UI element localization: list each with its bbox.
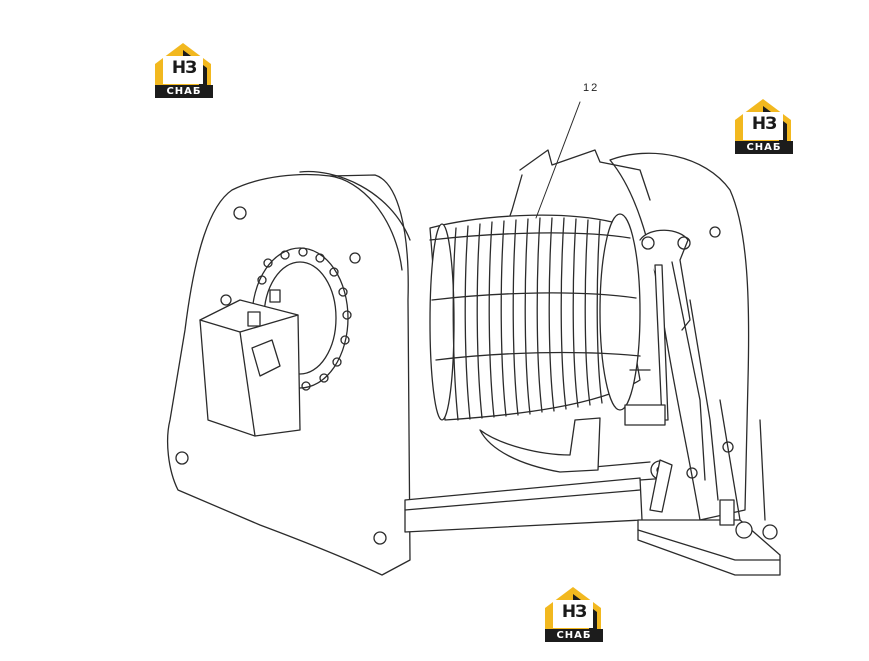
logo-letters: НЗ (751, 114, 777, 134)
watermark-logo: НЗ СНАБ (733, 96, 797, 158)
logo-name: СНАБ (735, 141, 793, 154)
watermark-logo: НЗ СНАБ (153, 40, 217, 102)
logo-house-icon (735, 99, 791, 141)
callout-leader-line (535, 101, 581, 219)
logo-house-icon (155, 43, 211, 85)
callout-label: 12 (583, 82, 600, 94)
brake-base-plate (637, 459, 781, 576)
watermark-logo: НЗ СНАБ (543, 584, 607, 646)
logo-house-icon (545, 587, 601, 629)
base-frame (404, 461, 651, 533)
logo-letters: НЗ (171, 58, 197, 78)
rope-drum (429, 213, 641, 473)
logo-letters: НЗ (561, 602, 587, 622)
logo-name: СНАБ (545, 629, 603, 642)
hydraulic-motor (199, 247, 352, 437)
logo-name: СНАБ (155, 85, 213, 98)
